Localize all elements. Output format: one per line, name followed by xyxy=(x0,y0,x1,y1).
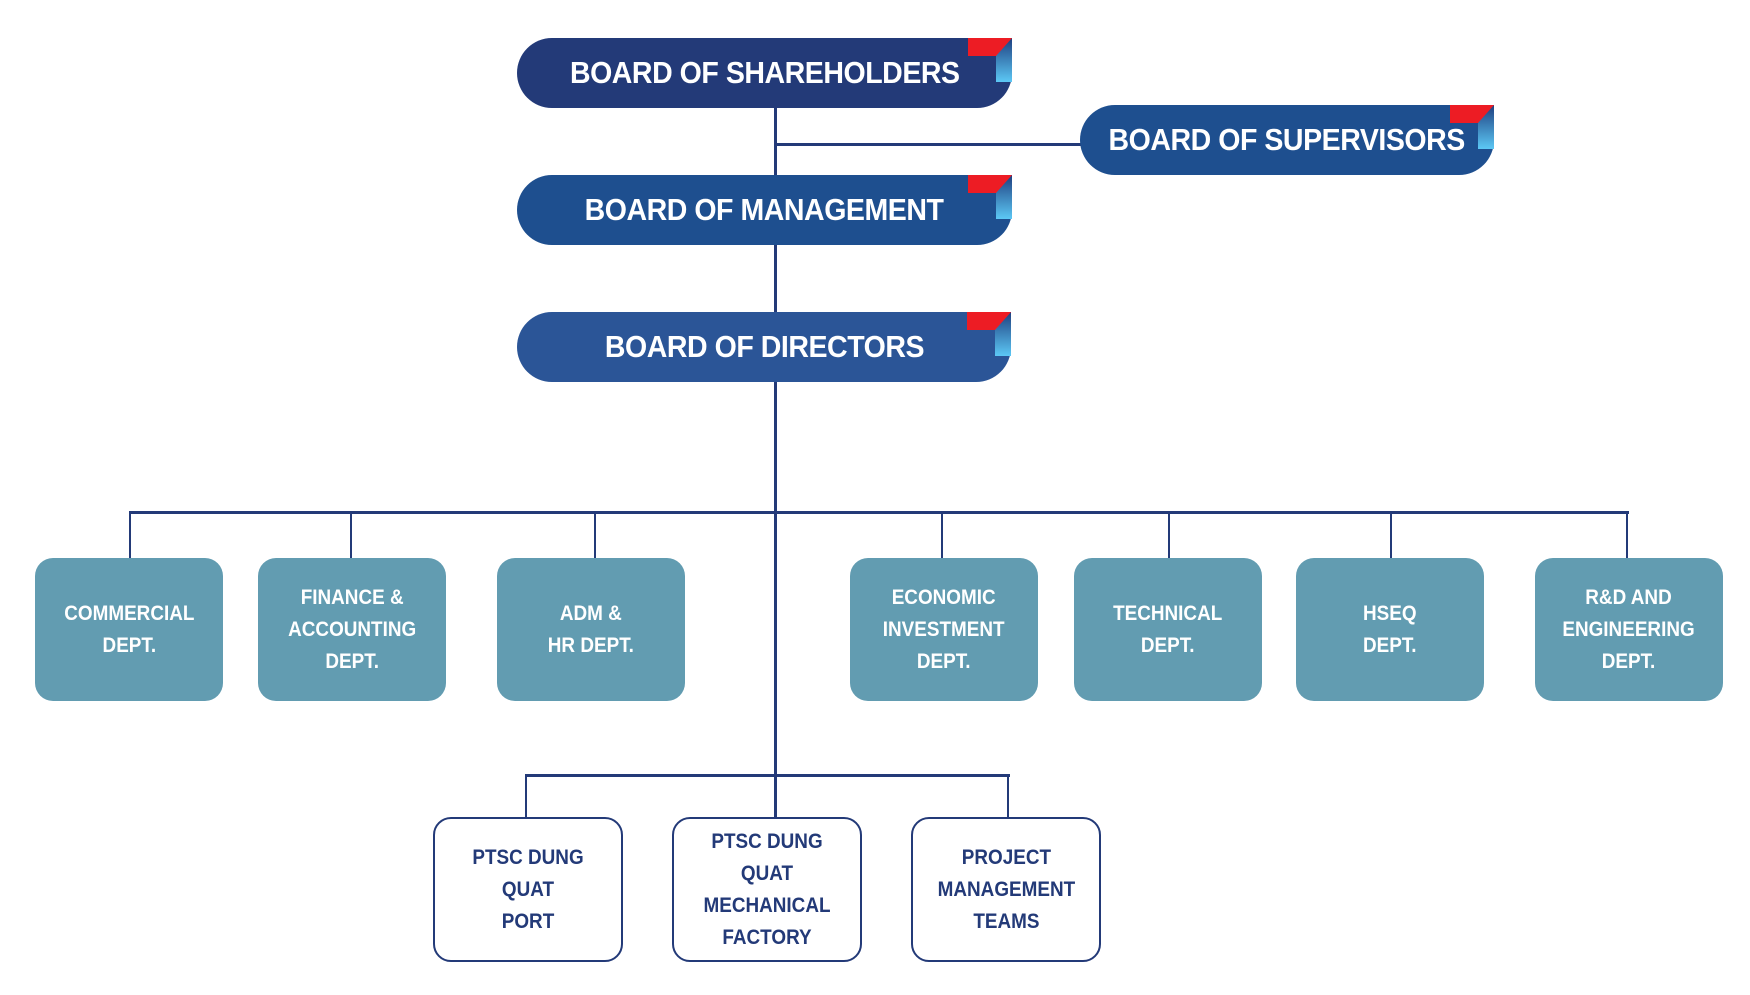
board-label: BOARD OF MANAGEMENT xyxy=(585,192,944,227)
unit-dung-quat-mechanical-factory[interactable]: PTSC DUNG QUAT MECHANICAL FACTORY xyxy=(672,817,862,962)
board-of-supervisors[interactable]: BOARD OF SUPERVISORS xyxy=(1080,105,1494,175)
corner-accent-icon xyxy=(968,175,1012,219)
connector-dept-1 xyxy=(129,512,131,559)
connector-unit-1 xyxy=(525,775,527,818)
dept-label: ECONOMIC INVESTMENT DEPT. xyxy=(883,585,1005,673)
dept-label: FINANCE & ACCOUNTING DEPT. xyxy=(287,585,417,673)
dept-economic-investment[interactable]: ECONOMIC INVESTMENT DEPT. xyxy=(850,558,1038,701)
connector-dept-6 xyxy=(1390,512,1392,559)
unit-label: PTSC DUNG QUAT MECHANICAL FACTORY xyxy=(703,829,831,949)
dept-hseq[interactable]: HSEQ DEPT. xyxy=(1296,558,1484,701)
connector-units-bus xyxy=(525,774,1010,777)
board-of-directors[interactable]: BOARD OF DIRECTORS xyxy=(517,312,1011,382)
corner-accent-icon xyxy=(1450,105,1494,149)
board-of-shareholders[interactable]: BOARD OF SHAREHOLDERS xyxy=(517,38,1012,108)
connector-dept-4 xyxy=(941,512,943,559)
corner-accent-icon xyxy=(968,38,1012,82)
unit-label: PROJECT MANAGEMENT TEAMS xyxy=(937,845,1075,933)
dept-commercial[interactable]: COMMERCIAL DEPT. xyxy=(35,558,223,701)
connector-dept-7 xyxy=(1626,512,1628,559)
board-label: BOARD OF SUPERVISORS xyxy=(1108,122,1466,157)
dept-technical[interactable]: TECHNICAL DEPT. xyxy=(1074,558,1262,701)
unit-dung-quat-port[interactable]: PTSC DUNG QUAT PORT xyxy=(433,817,623,962)
board-label: BOARD OF SHAREHOLDERS xyxy=(569,55,960,90)
unit-label: PTSC DUNG QUAT PORT xyxy=(472,845,584,933)
connector-departments-bus xyxy=(129,511,1629,514)
dept-label: HSEQ DEPT. xyxy=(1363,601,1417,657)
dept-label: R&D AND ENGINEERING DEPT. xyxy=(1562,585,1696,673)
dept-label: ADM & HR DEPT. xyxy=(547,601,635,657)
board-label: BOARD OF DIRECTORS xyxy=(604,329,924,364)
connector-dept-2 xyxy=(350,512,352,559)
connector-supervisors xyxy=(776,143,1086,146)
dept-label: COMMERCIAL DEPT. xyxy=(63,601,195,657)
corner-accent-icon xyxy=(967,312,1011,356)
dept-adm-hr[interactable]: ADM & HR DEPT. xyxy=(497,558,685,701)
board-of-management[interactable]: BOARD OF MANAGEMENT xyxy=(517,175,1012,245)
connector-unit-3 xyxy=(1007,775,1009,818)
connector-dept-3 xyxy=(594,512,596,559)
dept-label: TECHNICAL DEPT. xyxy=(1113,601,1223,657)
dept-rd-engineering[interactable]: R&D AND ENGINEERING DEPT. xyxy=(1535,558,1723,701)
unit-project-management-teams[interactable]: PROJECT MANAGEMENT TEAMS xyxy=(911,817,1101,962)
dept-finance-accounting[interactable]: FINANCE & ACCOUNTING DEPT. xyxy=(258,558,446,701)
connector-dept-5 xyxy=(1168,512,1170,559)
connector-main-vertical xyxy=(774,108,777,818)
